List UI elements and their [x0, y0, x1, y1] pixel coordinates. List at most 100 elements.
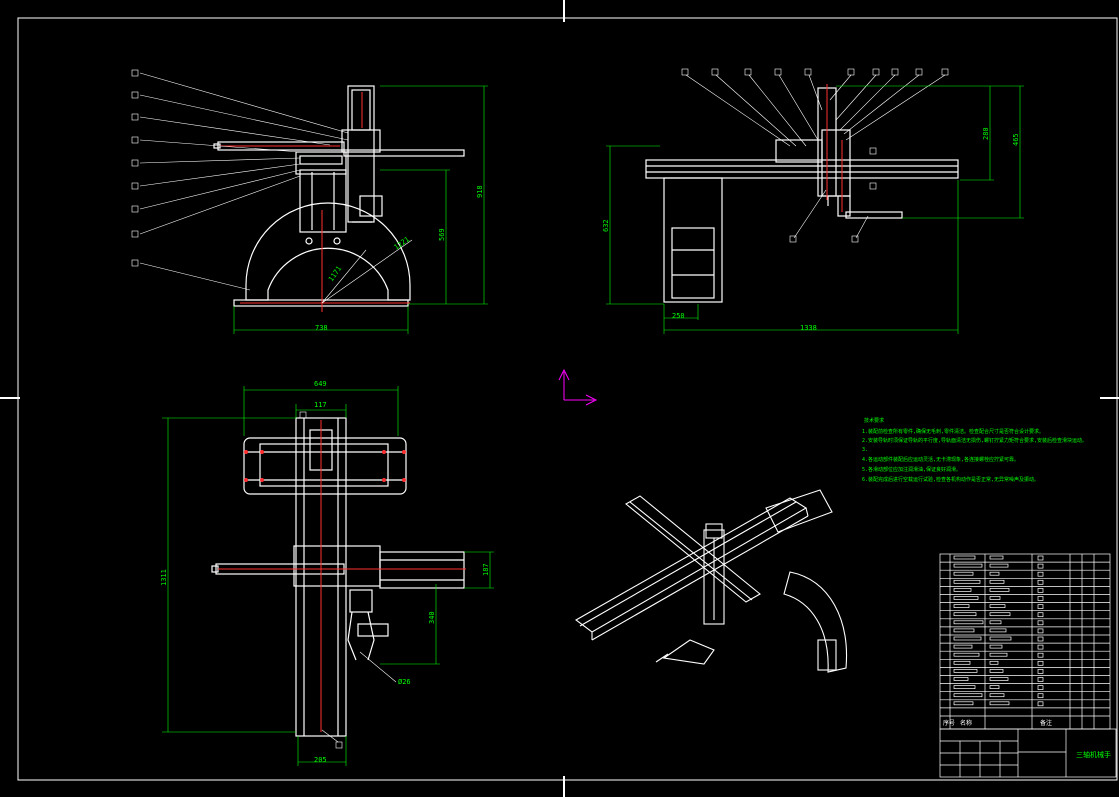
parts-cell-mark — [1037, 652, 1044, 658]
parts-list-rows — [940, 555, 1110, 709]
dim-plan-overall-width: 649 — [314, 380, 327, 388]
dim-side-height-top: 280 — [982, 127, 990, 140]
plan-view-bolt-markers — [244, 450, 406, 482]
parts-cell-mark — [989, 644, 1003, 649]
parts-cell-mark — [953, 620, 984, 625]
side-view-geometry — [645, 87, 959, 303]
front-view-dimension-lines — [233, 85, 488, 334]
parts-cell-mark — [953, 669, 978, 673]
parts-cell-mark — [1037, 579, 1044, 585]
dim-plan-carriage-width: 117 — [314, 401, 327, 409]
parts-cell-mark — [1037, 571, 1044, 577]
parts-cell-mark — [989, 563, 1009, 568]
parts-cell-mark — [1037, 620, 1044, 626]
parts-cell-mark — [1037, 669, 1044, 674]
side-view-centerlines — [826, 84, 843, 212]
technical-notes: 技术要求 1.装配前检查所有零件,确保无毛刺,零件清洁。检查配合尺寸是否符合设计… — [862, 417, 1087, 483]
parts-cell-mark — [989, 555, 1004, 560]
side-view-leaders — [685, 74, 946, 239]
parts-cell-mark — [989, 628, 1007, 633]
parts-cell-mark — [1037, 555, 1044, 561]
front-view-balloons — [131, 69, 139, 267]
parts-header-note: 备注 — [1040, 719, 1052, 727]
front-view-leaders — [139, 72, 413, 304]
title-block[interactable] — [939, 728, 1117, 778]
parts-cell-mark — [1037, 563, 1044, 569]
parts-cell-mark — [953, 628, 975, 633]
parts-cell-mark — [989, 636, 1012, 641]
parts-cell-mark — [953, 604, 970, 608]
parts-cell-mark — [1037, 685, 1044, 690]
plan-view-balloons — [299, 411, 343, 749]
dim-plan-overall-length: 1311 — [160, 569, 168, 586]
plan-view[interactable]: 649 117 1311 187 340 Ø26 205 — [160, 380, 494, 766]
dim-plan-arm-reach: 340 — [428, 611, 436, 624]
parts-cell-mark — [989, 669, 1004, 673]
parts-cell-mark — [953, 596, 979, 600]
parts-cell-mark — [1037, 677, 1044, 682]
parts-cell-mark — [989, 677, 1009, 681]
parts-cell-mark — [989, 620, 1002, 625]
parts-cell-mark — [953, 588, 972, 592]
parts-cell-mark — [989, 652, 1008, 657]
parts-cell-mark — [1037, 612, 1044, 618]
parts-cell-mark — [1037, 644, 1044, 650]
plan-view-leaders — [321, 651, 397, 743]
side-view[interactable]: 280 465 632 250 1338 — [602, 68, 1024, 334]
notes-title: 技术要求 — [864, 417, 884, 424]
parts-cell-mark — [953, 701, 974, 706]
parts-cell-mark — [1037, 604, 1044, 609]
dim-front-height-inner: 569 — [438, 228, 446, 241]
parts-cell-mark — [1037, 588, 1044, 593]
parts-cell-mark — [989, 579, 1005, 584]
parts-cell-mark — [989, 701, 1010, 706]
parts-header-name: 名称 — [960, 719, 972, 727]
parts-cell-mark — [953, 644, 973, 649]
plan-view-geometry — [211, 417, 465, 737]
note-line-2: 2.安装导轨时须保证导轨的平行度,导轨面清洁无损伤,螺钉拧紧力矩符合要求,安装后… — [862, 437, 1087, 444]
iso-z-column — [703, 529, 725, 625]
note-line-6: 6.装配完成后进行空载运行试验,检查各机构动作是否正常,无异常噪声及振动。 — [862, 476, 1039, 483]
parts-cell-mark — [953, 636, 982, 641]
parts-cell-mark — [953, 579, 981, 584]
dim-front-height-total: 918 — [476, 185, 484, 198]
parts-cell-mark — [953, 612, 977, 617]
parts-cell-mark — [989, 604, 1006, 608]
note-line-5: 5.各滑动部位应加注润滑油,保证良好润滑。 — [862, 466, 961, 473]
dim-side-span: 1338 — [800, 324, 817, 332]
side-view-dimension-lines — [606, 85, 1024, 334]
parts-cell-mark — [989, 588, 1010, 592]
parts-cell-mark — [1037, 701, 1044, 707]
iso-arch — [783, 571, 848, 673]
parts-cell-mark — [989, 571, 1000, 576]
dim-side-height-total: 465 — [1012, 133, 1020, 146]
parts-cell-mark — [1037, 596, 1044, 601]
note-line-4: 4.各运动部件装配后应运动灵活,无卡滞现象,各连接螺栓应拧紧可靠。 — [862, 456, 1019, 463]
parts-list-table[interactable] — [939, 553, 1111, 730]
parts-header-no: 序号 — [943, 719, 955, 727]
parts-cell-mark — [1037, 628, 1044, 634]
plan-view-dimension-lines — [162, 386, 494, 766]
parts-cell-mark — [953, 652, 980, 657]
drawing-title: 三轴机械手 — [1076, 750, 1111, 759]
parts-cell-mark — [989, 693, 1005, 698]
isometric-view[interactable] — [574, 489, 848, 673]
iso-y-arm — [625, 495, 761, 603]
parts-cell-mark — [1037, 636, 1044, 642]
side-view-balloons — [681, 68, 949, 243]
parts-cell-mark — [989, 596, 1001, 600]
dim-plan-base-width: 205 — [314, 756, 327, 764]
iso-gripper — [662, 639, 715, 665]
ucs-icon — [558, 368, 598, 406]
dim-side-height-left: 632 — [602, 219, 610, 232]
parts-cell-mark — [989, 660, 999, 665]
front-view[interactable]: 738 918 569 1221 1171 — [131, 69, 488, 334]
parts-cell-mark — [953, 677, 969, 681]
parts-cell-mark — [989, 612, 1011, 617]
dim-plan-gripper-dia: Ø26 — [398, 678, 411, 686]
note-line-3: 3. — [862, 447, 868, 453]
parts-cell-mark — [953, 693, 983, 698]
parts-cell-mark — [1037, 660, 1044, 666]
